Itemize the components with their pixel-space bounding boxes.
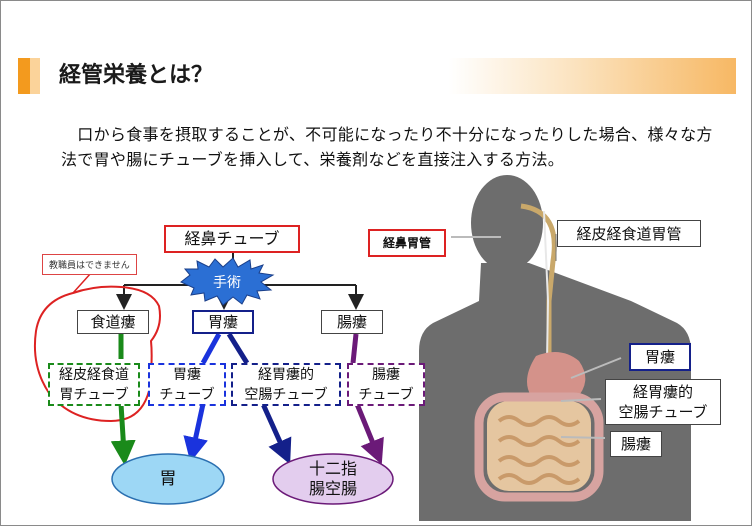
- tube-enteral-line1: 腸瘻: [372, 366, 400, 383]
- surgery-starburst: [180, 257, 275, 306]
- purple-arrow-upper: [350, 333, 359, 364]
- esophagostomy-text: 食道瘻: [90, 313, 136, 331]
- tube-enteral-box: 腸瘻 チューブ: [347, 363, 425, 406]
- label-enterostomy: 腸瘻: [610, 431, 662, 457]
- title-accent: [18, 58, 30, 94]
- green-arrow-lower: [110, 403, 136, 466]
- blue-arrow-upper: [200, 332, 222, 365]
- nasal-tube-text: 経鼻チューブ: [184, 229, 280, 248]
- darkblue-arrow-upper: [226, 332, 250, 365]
- tube-gastric-line2: チューブ: [159, 386, 215, 403]
- gastrostomy-box: 胃瘻: [192, 310, 254, 334]
- label-gastrostomy-text: 胃瘻: [644, 348, 675, 366]
- title-bar: 経管栄養とは？: [18, 58, 736, 94]
- duodenum-label: 十二指 腸空腸: [287, 457, 379, 501]
- tube-line: [543, 210, 550, 362]
- tube-gastric-line1: 胃瘻: [173, 366, 201, 383]
- label-percutaneous-esophageal-text: 経皮経食道胃管: [576, 224, 682, 243]
- nasal-tube-box: 経鼻チューブ: [164, 225, 300, 253]
- tube-gastric-box: 胃瘻 チューブ: [148, 363, 226, 406]
- surgery-text: 手術: [213, 275, 241, 291]
- tube-esophageal-line1: 経皮経食道: [59, 366, 129, 383]
- intestines: [474, 392, 604, 502]
- enterostomy-text: 腸瘻: [336, 313, 367, 331]
- purple-arrow-lower: [354, 403, 384, 465]
- label-jejunal-line1: 経胃瘻的: [632, 383, 693, 401]
- label-gastrostomy: 胃瘻: [629, 343, 691, 371]
- label-jejunal-via-gastro: 経胃瘻的 空腸チューブ: [605, 379, 721, 425]
- stomach-shape: [527, 352, 586, 405]
- title-accent-light: [30, 58, 40, 94]
- duodenum-ellipse: [272, 453, 394, 505]
- tube-esophageal-line2: 胃チューブ: [59, 386, 129, 403]
- darkblue-arrow-lower: [260, 402, 292, 465]
- stomach-text: 胃: [159, 469, 177, 489]
- label-nasogastric-text: 経鼻胃管: [382, 236, 431, 250]
- tube-jejunal-line2: 空腸チューブ: [244, 386, 328, 403]
- label-enterostomy-text: 腸瘻: [620, 435, 651, 453]
- esophagus: [520, 203, 557, 361]
- staff-note: 教職員はできません: [42, 254, 137, 275]
- gastrostomy-text: 胃瘻: [207, 313, 238, 331]
- surgery-label: 手術: [201, 272, 253, 294]
- tube-esophageal-box: 経皮経食道 胃チューブ: [48, 363, 140, 406]
- label-jejunal-line2: 空腸チューブ: [618, 403, 708, 421]
- blue-arrow-lower: [183, 403, 208, 463]
- slide-title: 経管栄養とは？: [59, 63, 214, 88]
- tube-enteral-line2: チューブ: [358, 386, 414, 403]
- label-nasogastric: 経鼻胃管: [368, 229, 446, 257]
- tube-jejunal-box: 経胃瘻的 空腸チューブ: [231, 363, 341, 406]
- enterostomy-box: 腸瘻: [321, 310, 383, 334]
- label-percutaneous-esophageal: 経皮経食道胃管: [557, 220, 701, 247]
- esophagostomy-box: 食道瘻: [77, 310, 149, 334]
- duodenum-line2: 腸空腸: [308, 479, 357, 498]
- duodenum-line1: 十二指: [308, 459, 357, 478]
- note-leader: [72, 272, 92, 294]
- tube-jejunal-line1: 経胃瘻的: [258, 366, 314, 383]
- intro-paragraph: 口から食事を摂取することが、不可能になったり不十分になったりした場合、様々な方法…: [61, 125, 713, 169]
- stomach-label: 胃: [138, 467, 198, 491]
- stomach-ellipse: [111, 453, 225, 505]
